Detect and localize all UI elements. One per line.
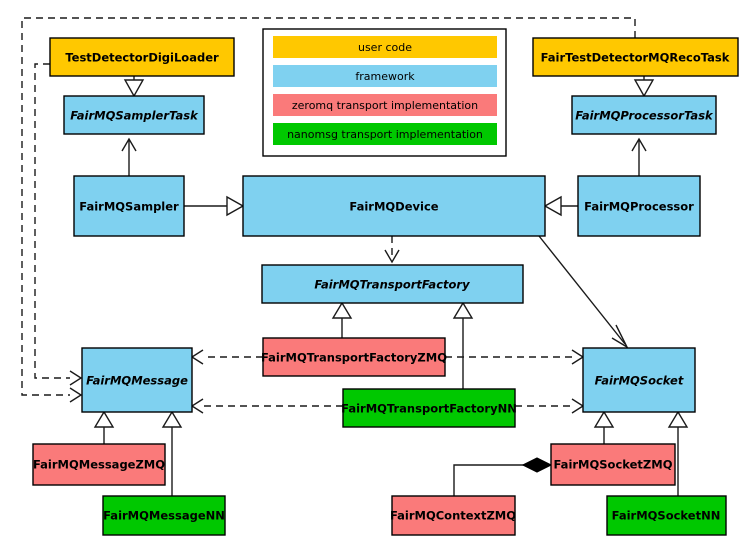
- edge-processor-to-processortask: [631, 137, 647, 176]
- edge-messagezmq-generalization: [93, 410, 115, 444]
- node-box[interactable]: [73, 175, 185, 237]
- node-testdetectordigiloader[interactable]: TestDetectorDigiLoader: [49, 37, 235, 77]
- edge-digiloader-generalization: [123, 76, 145, 98]
- legend-item-framework: framework: [273, 65, 497, 87]
- node-fairmqsocketnn[interactable]: FairMQSocketNN: [606, 495, 727, 536]
- edge-digiloader-to-message: [34, 63, 83, 386]
- edge-layer: [21, 17, 689, 496]
- node-fairmqprocessor[interactable]: FairMQProcessor: [577, 175, 701, 237]
- node-fairmqdevice[interactable]: FairMQDevice: [242, 175, 546, 237]
- legend-swatch: [273, 65, 497, 87]
- node-box[interactable]: [32, 443, 166, 486]
- node-fairmqtransportfactorynn[interactable]: FairMQTransportFactoryNN: [341, 388, 517, 428]
- edge-tfzmq-generalization: [331, 301, 353, 338]
- legend-item-nanomsg: nanomsg transport implementation: [273, 123, 497, 145]
- node-box[interactable]: [550, 443, 676, 486]
- node-box[interactable]: [49, 37, 235, 77]
- legend-swatch: [273, 94, 497, 116]
- node-box[interactable]: [342, 388, 516, 428]
- node-fairmqsocketzmq[interactable]: FairMQSocketZMQ: [550, 443, 676, 486]
- edge-sampler-generalization: [184, 195, 245, 217]
- node-fairmqsocket[interactable]: FairMQSocket: [582, 347, 696, 413]
- edge-tfnn-generalization: [452, 301, 474, 389]
- edge-device-to-transportfactory: [384, 236, 400, 264]
- edge-contextzmq-composition: [453, 457, 553, 496]
- edge-tfnn-to-socket: [515, 398, 585, 414]
- node-fairmqsampler[interactable]: FairMQSampler: [73, 175, 185, 237]
- edge-device-to-socket: [538, 235, 629, 349]
- node-fairmqtransportfactoryzmq[interactable]: FairMQTransportFactoryZMQ: [261, 337, 447, 377]
- legend-item-user-code: user code: [273, 36, 497, 58]
- node-fairmqmessagenn[interactable]: FairMQMessageNN: [102, 495, 226, 536]
- node-box[interactable]: [606, 495, 727, 536]
- node-box[interactable]: [81, 347, 193, 413]
- edge-socketzmq-generalization: [593, 410, 615, 444]
- node-fairmqmessage[interactable]: FairMQMessage: [81, 347, 193, 413]
- edge-tfzmq-to-message: [190, 349, 263, 365]
- legend-panel: user code framework zeromq transport imp…: [262, 28, 507, 157]
- edge-tfzmq-to-socket: [445, 349, 585, 365]
- edge-messagenn-generalization: [161, 410, 183, 496]
- node-box[interactable]: [102, 495, 226, 536]
- node-fairmqmessagezmq[interactable]: FairMQMessageZMQ: [32, 443, 166, 486]
- node-fairmqtransportfactory[interactable]: FairMQTransportFactory: [261, 264, 524, 304]
- legend-item-zeromq: zeromq transport implementation: [273, 94, 497, 116]
- legend-swatch: [273, 123, 497, 145]
- edge-socketnn-generalization: [667, 410, 689, 496]
- edge-processor-generalization: [543, 195, 578, 217]
- edge-recotask-generalization: [633, 76, 655, 98]
- node-box[interactable]: [63, 95, 205, 135]
- node-box[interactable]: [391, 495, 516, 536]
- node-box[interactable]: [571, 95, 717, 135]
- node-box[interactable]: [532, 37, 739, 77]
- node-box[interactable]: [262, 337, 446, 377]
- node-box[interactable]: [582, 347, 696, 413]
- edge-sampler-to-samplertask: [121, 137, 137, 176]
- edge-recotask-to-message: [21, 17, 636, 403]
- node-fairtestdetectormqrecotask[interactable]: FairTestDetectorMQRecoTask: [532, 37, 739, 77]
- node-fairmqcontextzmq[interactable]: FairMQContextZMQ: [390, 495, 516, 536]
- node-box[interactable]: [242, 175, 546, 237]
- legend-swatch: [273, 36, 497, 58]
- node-fairmqprocessortask[interactable]: FairMQProcessorTask: [571, 95, 717, 135]
- edge-tfnn-to-message: [190, 398, 343, 414]
- node-fairmqsamplertask[interactable]: FairMQSamplerTask: [63, 95, 205, 135]
- node-box[interactable]: [261, 264, 524, 304]
- node-box[interactable]: [577, 175, 701, 237]
